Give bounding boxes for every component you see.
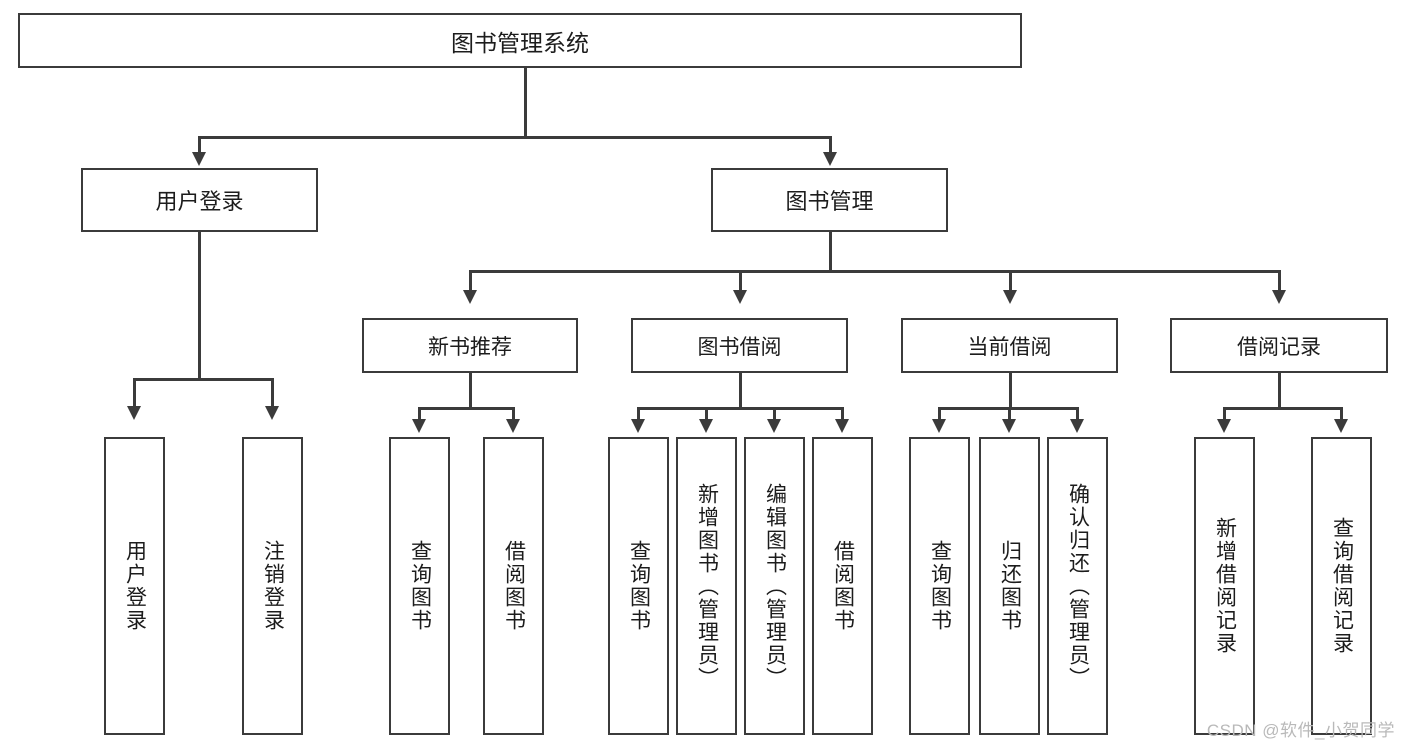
node-label: 查询借阅记录 [1330, 517, 1354, 655]
connector-current-borrow-leaf-3 [1076, 407, 1079, 420]
connector-new-book-bus [418, 407, 514, 410]
arrow-to-book-borrow [733, 290, 747, 304]
connector-book-borrow-bus [637, 407, 843, 410]
connector-current-borrow-leaf-2 [1008, 407, 1011, 420]
leaf-confirm-return-admin[interactable]: 确认归还（管理员） [1047, 437, 1108, 735]
node-borrow-record[interactable]: 借阅记录 [1170, 318, 1388, 373]
connector-to-book-borrow [739, 270, 742, 292]
connector-book-borrow-leaf-3 [773, 407, 776, 420]
node-user-login[interactable]: 用户登录 [81, 168, 318, 232]
arrow-to-new-book [463, 290, 477, 304]
node-label: 新增借阅记录 [1213, 517, 1237, 655]
connector-to-book-manage [829, 136, 832, 154]
node-label: 借阅记录 [1237, 335, 1321, 359]
arrow-new-book-leaf-1 [412, 419, 426, 433]
arrow-to-user-login [192, 152, 206, 166]
connector-book-manage-down [829, 232, 832, 272]
connector-level2-bus [198, 136, 831, 139]
connector-user-login-leaf-2 [271, 378, 274, 408]
node-new-book-recommend[interactable]: 新书推荐 [362, 318, 578, 373]
arrow-borrow-record-leaf-2 [1334, 419, 1348, 433]
leaf-query-book-current[interactable]: 查询图书 [909, 437, 970, 735]
connector-borrow-record-leaf-1 [1223, 407, 1226, 420]
watermark: CSDN @软件_小贺同学 [1206, 721, 1395, 740]
node-label: 图书管理系统 [451, 29, 589, 56]
arrow-new-book-leaf-2 [506, 419, 520, 433]
node-root-library-system[interactable]: 图书管理系统 [18, 13, 1022, 68]
connector-current-borrow-down [1009, 373, 1012, 409]
leaf-add-book-admin[interactable]: 新增图书（管理员） [676, 437, 737, 735]
arrow-borrow-record-leaf-1 [1217, 419, 1231, 433]
arrow-current-borrow-leaf-1 [932, 419, 946, 433]
connector-book-borrow-leaf-4 [841, 407, 844, 420]
leaf-borrow-book[interactable]: 借阅图书 [812, 437, 873, 735]
node-label: 查询图书 [627, 540, 651, 632]
connector-new-book-leaf-1 [418, 407, 421, 420]
node-book-management[interactable]: 图书管理 [711, 168, 948, 232]
arrow-book-borrow-leaf-3 [767, 419, 781, 433]
connector-to-current-borrow [1009, 270, 1012, 292]
node-label: 注销登录 [261, 540, 285, 632]
arrow-user-login-leaf-2 [265, 406, 279, 420]
node-book-borrow[interactable]: 图书借阅 [631, 318, 848, 373]
connector-level3-bus [469, 270, 1281, 273]
node-label: 借阅图书 [502, 540, 526, 632]
connector-to-new-book [469, 270, 472, 292]
node-label: 确认归还（管理员） [1066, 482, 1090, 690]
connector-borrow-record-down [1278, 373, 1281, 409]
connector-new-book-down [469, 373, 472, 409]
leaf-borrow-book-recommend[interactable]: 借阅图书 [483, 437, 544, 735]
connector-root-down [524, 68, 527, 136]
arrow-current-borrow-leaf-3 [1070, 419, 1084, 433]
arrow-book-borrow-leaf-1 [631, 419, 645, 433]
leaf-query-borrow-record[interactable]: 查询借阅记录 [1311, 437, 1372, 735]
node-label: 新书推荐 [428, 335, 512, 359]
leaf-query-book-borrow[interactable]: 查询图书 [608, 437, 669, 735]
connector-book-borrow-down [739, 373, 742, 409]
node-current-borrow[interactable]: 当前借阅 [901, 318, 1118, 373]
node-label: 编辑图书（管理员） [763, 482, 787, 690]
node-label: 新增图书（管理员） [695, 482, 719, 690]
connector-borrow-record-bus [1223, 407, 1342, 410]
connector-user-login-bus [133, 378, 273, 381]
node-label: 当前借阅 [967, 335, 1052, 359]
connector-current-borrow-leaf-1 [938, 407, 941, 420]
arrow-to-borrow-record [1272, 290, 1286, 304]
arrow-to-book-manage [823, 152, 837, 166]
connector-to-borrow-record [1278, 270, 1281, 292]
leaf-return-book[interactable]: 归还图书 [979, 437, 1040, 735]
node-label: 查询图书 [408, 540, 432, 632]
connector-user-login-leaf-1 [133, 378, 136, 408]
node-label: 借阅图书 [831, 540, 855, 632]
node-label: 查询图书 [928, 540, 952, 632]
leaf-user-login[interactable]: 用户登录 [104, 437, 165, 735]
connector-book-borrow-leaf-2 [705, 407, 708, 420]
arrow-to-current-borrow [1003, 290, 1017, 304]
arrow-book-borrow-leaf-4 [835, 419, 849, 433]
connector-to-user-login [198, 136, 201, 154]
connector-new-book-leaf-2 [512, 407, 515, 420]
leaf-query-book-recommend[interactable]: 查询图书 [389, 437, 450, 735]
leaf-add-borrow-record[interactable]: 新增借阅记录 [1194, 437, 1255, 735]
connector-book-borrow-leaf-1 [637, 407, 640, 420]
node-label: 归还图书 [998, 540, 1022, 632]
node-label: 用户登录 [123, 540, 147, 632]
arrow-user-login-leaf-1 [127, 406, 141, 420]
leaf-edit-book-admin[interactable]: 编辑图书（管理员） [744, 437, 805, 735]
arrow-book-borrow-leaf-2 [699, 419, 713, 433]
connector-current-borrow-bus [938, 407, 1076, 410]
node-label: 图书借阅 [697, 335, 782, 359]
connector-user-login-down [198, 232, 201, 380]
leaf-logout-login[interactable]: 注销登录 [242, 437, 303, 735]
node-label: 图书管理 [785, 189, 874, 214]
arrow-current-borrow-leaf-2 [1002, 419, 1016, 433]
node-label: 用户登录 [155, 189, 244, 214]
connector-borrow-record-leaf-2 [1340, 407, 1343, 420]
